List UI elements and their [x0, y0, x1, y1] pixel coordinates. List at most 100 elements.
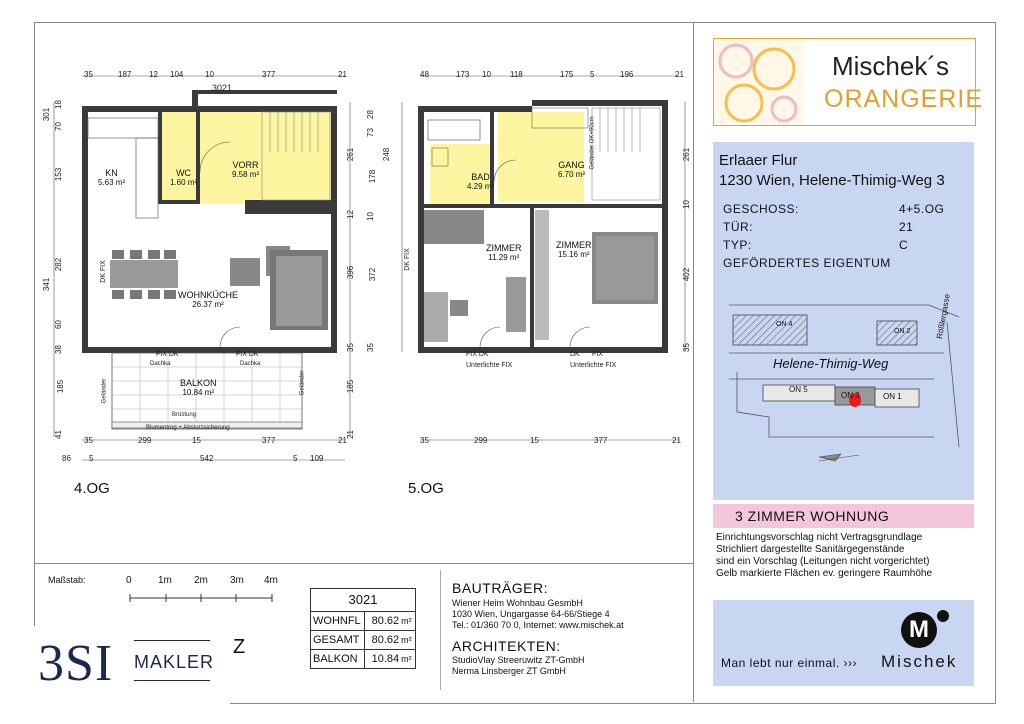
dim-f4-top-0: 35 — [84, 70, 93, 79]
dim-f4-left-11: 282 — [54, 257, 64, 272]
dim-f5-top-7: 21 — [675, 70, 684, 79]
info-value-typ: C — [899, 238, 909, 252]
note-dk-f5: DK — [570, 351, 580, 358]
unit-number: 3021 — [311, 589, 415, 612]
architekten-block: StudioVlay Streeruwitz ZT-GmbH Nerma Lin… — [452, 655, 585, 676]
door-number: 3021 — [212, 83, 233, 93]
note-gelaender-right: Geländer — [299, 370, 306, 396]
scale-bar — [129, 594, 273, 602]
unit-type-banner: 3 ZIMMER WOHNUNG — [713, 504, 974, 528]
table-row: WOHNFL 80.62 m² — [311, 612, 415, 631]
note-dk-fix-f4: DK FIX — [99, 260, 107, 283]
dim-f5-left-4: 178 — [368, 169, 378, 184]
floor-5-plan — [401, 75, 686, 441]
dim-f4-bottom-2: 15 — [192, 436, 201, 445]
note-gelaender-left: Geländer — [101, 378, 108, 404]
logo-line-2: ORANGERIE — [824, 85, 984, 113]
note-dachkante-2: Dachka — [240, 361, 261, 367]
dim-f4-left-10: 341 — [42, 277, 52, 292]
logo-dot-icon — [935, 608, 951, 624]
dim-f5-top-1: 173 — [456, 70, 470, 79]
divider — [693, 22, 694, 702]
dim-f4-top-3: 104 — [170, 70, 184, 79]
dim-f4-right-0: 261 — [346, 147, 356, 162]
makler-word: MAKLER — [134, 652, 215, 672]
dim-f4-left-0: 18 — [53, 100, 63, 109]
dim-f4-left-6: 153 — [54, 167, 64, 182]
dim-f4-left-3: 70 — [53, 122, 63, 131]
dim-f5-left-6: 10 — [365, 212, 375, 221]
footer-brand: Mischek — [881, 652, 958, 671]
dim-f4-top-2: 12 — [149, 70, 158, 79]
note-dk-fix-f5: DK FIX — [403, 248, 411, 271]
info-label-typ: TYP: — [723, 238, 752, 252]
info-value-tuer: 21 — [899, 220, 914, 234]
dim-f5-left-7: 372 — [368, 267, 378, 282]
dim-f5-left-0: 28 — [365, 110, 375, 119]
dim-f4-top-6: 21 — [338, 70, 347, 79]
note-fix-dk-f5: FIX DK — [466, 351, 489, 358]
unit-area-table: 3021 WOHNFL 80.62 m² GESAMT 80.62 m² BAL… — [310, 588, 416, 669]
note-bruestung: Brüstung — [172, 412, 197, 418]
footer-slogan: Man lebt nur einmal. ››› — [721, 656, 858, 670]
info-label-tuer: TÜR: — [723, 220, 753, 234]
site-plan — [729, 304, 960, 462]
building-label-on5: ON 5 — [789, 385, 808, 394]
info-value-geschoss: 4+5.OG — [899, 202, 945, 216]
street-name: Helene-Thimig-Weg — [773, 356, 889, 371]
project-logo: Mischek´s ORANGERIE — [713, 38, 982, 126]
note-blumentrog: Blumentrog + Absturzsicherung — [146, 425, 230, 431]
building-label-on1: ON 1 — [883, 392, 902, 401]
dim-f4-left-13: 38 — [53, 345, 63, 354]
scale-tick-4: 4m — [264, 575, 278, 586]
floor-4-label: 4.OG — [74, 480, 110, 497]
dim-f4-bottom-3: 377 — [262, 436, 276, 445]
building-label-on3: ON 3 — [841, 391, 860, 400]
dim-f5-left-5: 248 — [382, 147, 392, 162]
dim-f4-bottom2-1: 5 — [89, 454, 94, 463]
footer-panel: M Man lebt nur einmal. ››› Mischek — [713, 600, 974, 686]
scale-label: Maßstab: — [48, 575, 86, 585]
dim-f4-right-5: 21 — [345, 430, 355, 439]
dim-f4-bottom2-3: 5 — [293, 454, 298, 463]
scale-tick-0: 0 — [126, 575, 132, 586]
subsidy-type: GEFÖRDERTES EIGENTUM — [723, 256, 891, 270]
makler-logo: 3SI MAKLER — [0, 626, 230, 724]
note-fix-dk-1: FIX DK — [156, 351, 179, 358]
dim-f5-top-2: 10 — [482, 70, 491, 79]
dim-f4-left-14: 185 — [56, 379, 66, 394]
bautraeger-heading: BAUTRÄGER: — [452, 580, 549, 596]
scale-tick-2: 2m — [194, 575, 208, 586]
note-dachkante-1: Dachka — [150, 361, 171, 367]
mischek-logo-icon: M — [901, 612, 937, 648]
note-unterlichte-1: Unterlichte FIX — [466, 362, 513, 369]
dim-f5-bottom-3: 377 — [594, 436, 608, 445]
table-row: BALKON 10.84 m² — [311, 650, 415, 668]
note-unterlichte-2: Unterlichte FIX — [570, 362, 617, 369]
dim-f5-top-4: 175 — [560, 70, 574, 79]
floor-5-label: 5.OG — [408, 480, 444, 497]
note-fix-f5: FIX — [592, 351, 603, 358]
building-label-on4: ON 4 — [776, 321, 793, 328]
dim-f4-bottom-4: 21 — [338, 436, 347, 445]
building-label-on2: ON 2 — [894, 328, 911, 335]
dim-f5-bottom-0: 35 — [420, 436, 429, 445]
drawing-frame — [34, 22, 996, 704]
site-name: Erlaaer Flur — [719, 152, 798, 169]
dim-f4-bottom-1: 299 — [138, 436, 152, 445]
dim-f5-right-1: 10 — [681, 200, 691, 209]
note-gelaender-f5: Geländer OK+90cm — [589, 116, 596, 170]
bautraeger-block: Wiener Heim Wohnbau GesmbH 1030 Wien, Un… — [452, 598, 624, 630]
dim-f5-left-8: 35 — [365, 343, 375, 352]
divider — [440, 570, 441, 690]
dim-f4-top-5: 377 — [262, 70, 276, 79]
dim-f4-right-2: 396 — [346, 265, 356, 280]
